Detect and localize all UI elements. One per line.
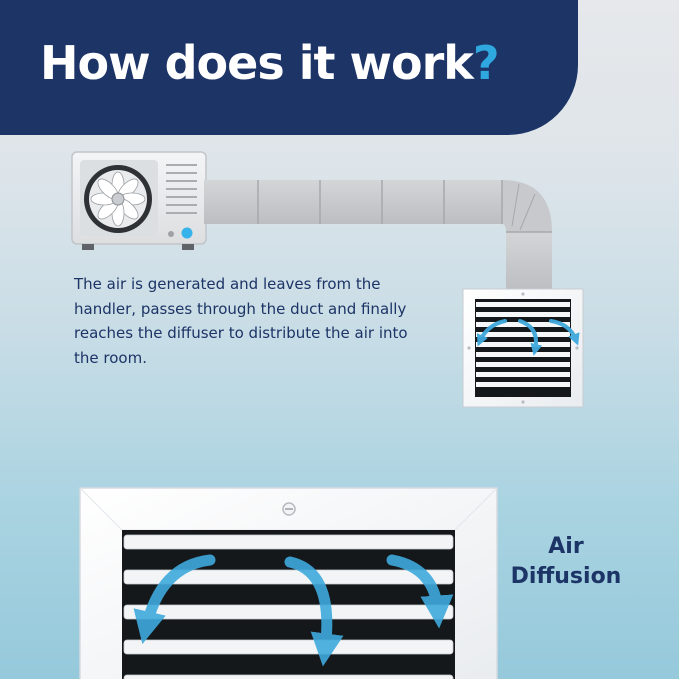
- small-diffuser-icon: [462, 288, 584, 408]
- process-description: The air is generated and leaves from the…: [74, 275, 408, 367]
- air-conditioner-icon: [71, 151, 207, 250]
- page-title: How does it work?: [40, 36, 500, 90]
- duct-icon: [204, 180, 552, 290]
- air-diffusion-label-line1: Air: [548, 534, 584, 559]
- air-diffusion-label: Air Diffusion: [498, 532, 634, 592]
- header-banner: How does it work?: [0, 0, 578, 135]
- air-diffusion-label-line2: Diffusion: [510, 564, 622, 589]
- page-title-mark: ?: [472, 36, 500, 90]
- large-diffuser-icon: [79, 487, 498, 679]
- page-title-text: How does it work: [40, 36, 474, 90]
